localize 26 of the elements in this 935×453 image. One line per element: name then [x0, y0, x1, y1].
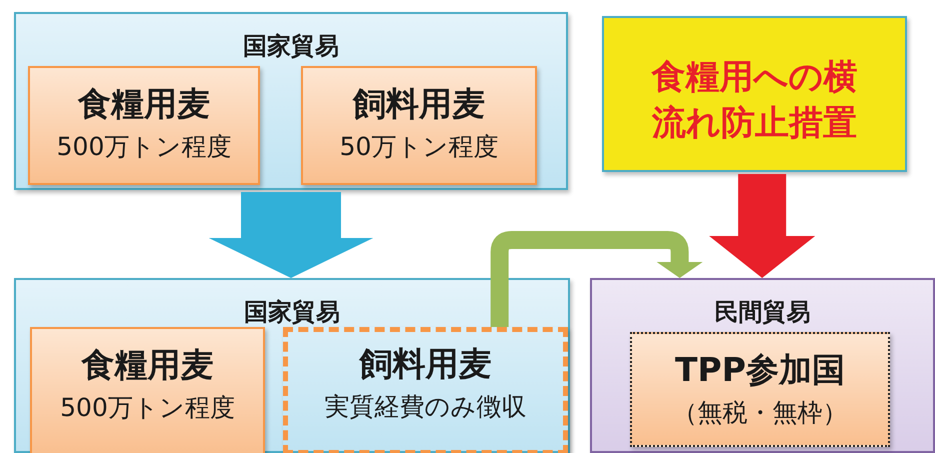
group-panel: [14, 278, 570, 453]
item-title: 飼料用麦: [360, 343, 492, 385]
item-detail: （無税・無枠）: [672, 397, 848, 429]
arrow: [490, 231, 703, 327]
item-detail: 500万トン程度: [56, 131, 232, 163]
item-detail: 実質経費のみ徴収: [324, 391, 526, 423]
note-box: [602, 16, 907, 172]
item-box: [630, 332, 890, 447]
group-panel: [590, 278, 935, 453]
item-title: 食糧用麦: [78, 83, 210, 125]
item-title: TPP参加国: [675, 349, 845, 391]
item-detail: 50万トン程度: [340, 131, 498, 163]
group-heading: 国家貿易: [244, 297, 340, 328]
note-text: 食糧用への横流れ防止措置: [650, 56, 858, 145]
item-box: [28, 66, 260, 185]
item-title: 飼料用麦: [353, 83, 485, 125]
item-box: [30, 327, 265, 453]
arrow: [709, 174, 816, 278]
item-detail: 500万トン程度: [60, 392, 235, 424]
arrow: [208, 192, 374, 278]
item-box: [301, 66, 537, 185]
item-title: 食糧用麦: [82, 344, 214, 386]
item-box: [283, 327, 568, 453]
group-panel: [14, 12, 568, 190]
group-heading: 民間貿易: [714, 297, 810, 328]
group-heading: 国家貿易: [243, 31, 339, 62]
